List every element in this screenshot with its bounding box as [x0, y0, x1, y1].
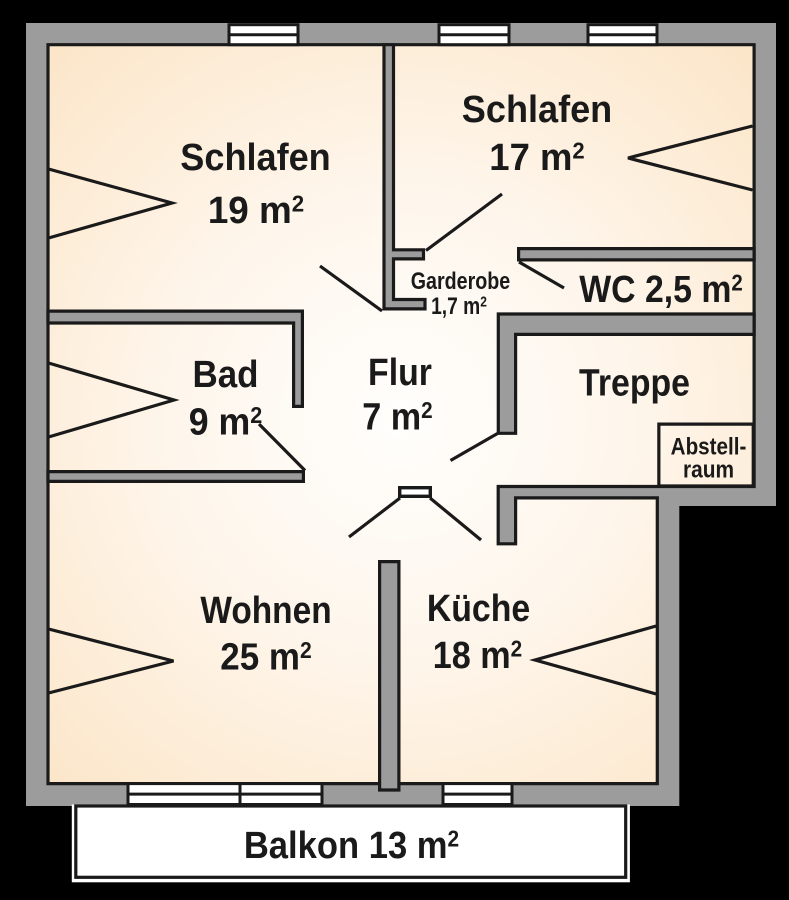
- svg-text:Schlafen: Schlafen: [462, 87, 612, 130]
- svg-text:Treppe: Treppe: [579, 361, 690, 404]
- svg-text:25 m2: 25 m2: [220, 635, 311, 678]
- svg-text:Balkon 13 m2: Balkon 13 m2: [244, 823, 459, 866]
- svg-text:WC 2,5 m2: WC 2,5 m2: [579, 267, 743, 310]
- svg-text:Schlafen: Schlafen: [180, 135, 330, 178]
- svg-text:Küche: Küche: [427, 586, 530, 629]
- svg-text:Garderobe: Garderobe: [411, 267, 510, 294]
- svg-text:7 m2: 7 m2: [362, 395, 432, 438]
- svg-text:19 m2: 19 m2: [208, 188, 304, 231]
- svg-text:1,7 m2: 1,7 m2: [431, 292, 487, 320]
- svg-text:Abstell-: Abstell-: [671, 433, 747, 460]
- svg-text:Bad: Bad: [192, 353, 258, 396]
- svg-text:17 m2: 17 m2: [489, 135, 584, 178]
- svg-text:raum: raum: [683, 456, 734, 483]
- svg-text:Flur: Flur: [368, 350, 432, 393]
- svg-text:18 m2: 18 m2: [433, 633, 522, 676]
- svg-text:9 m2: 9 m2: [189, 400, 263, 442]
- svg-text:Wohnen: Wohnen: [200, 589, 331, 631]
